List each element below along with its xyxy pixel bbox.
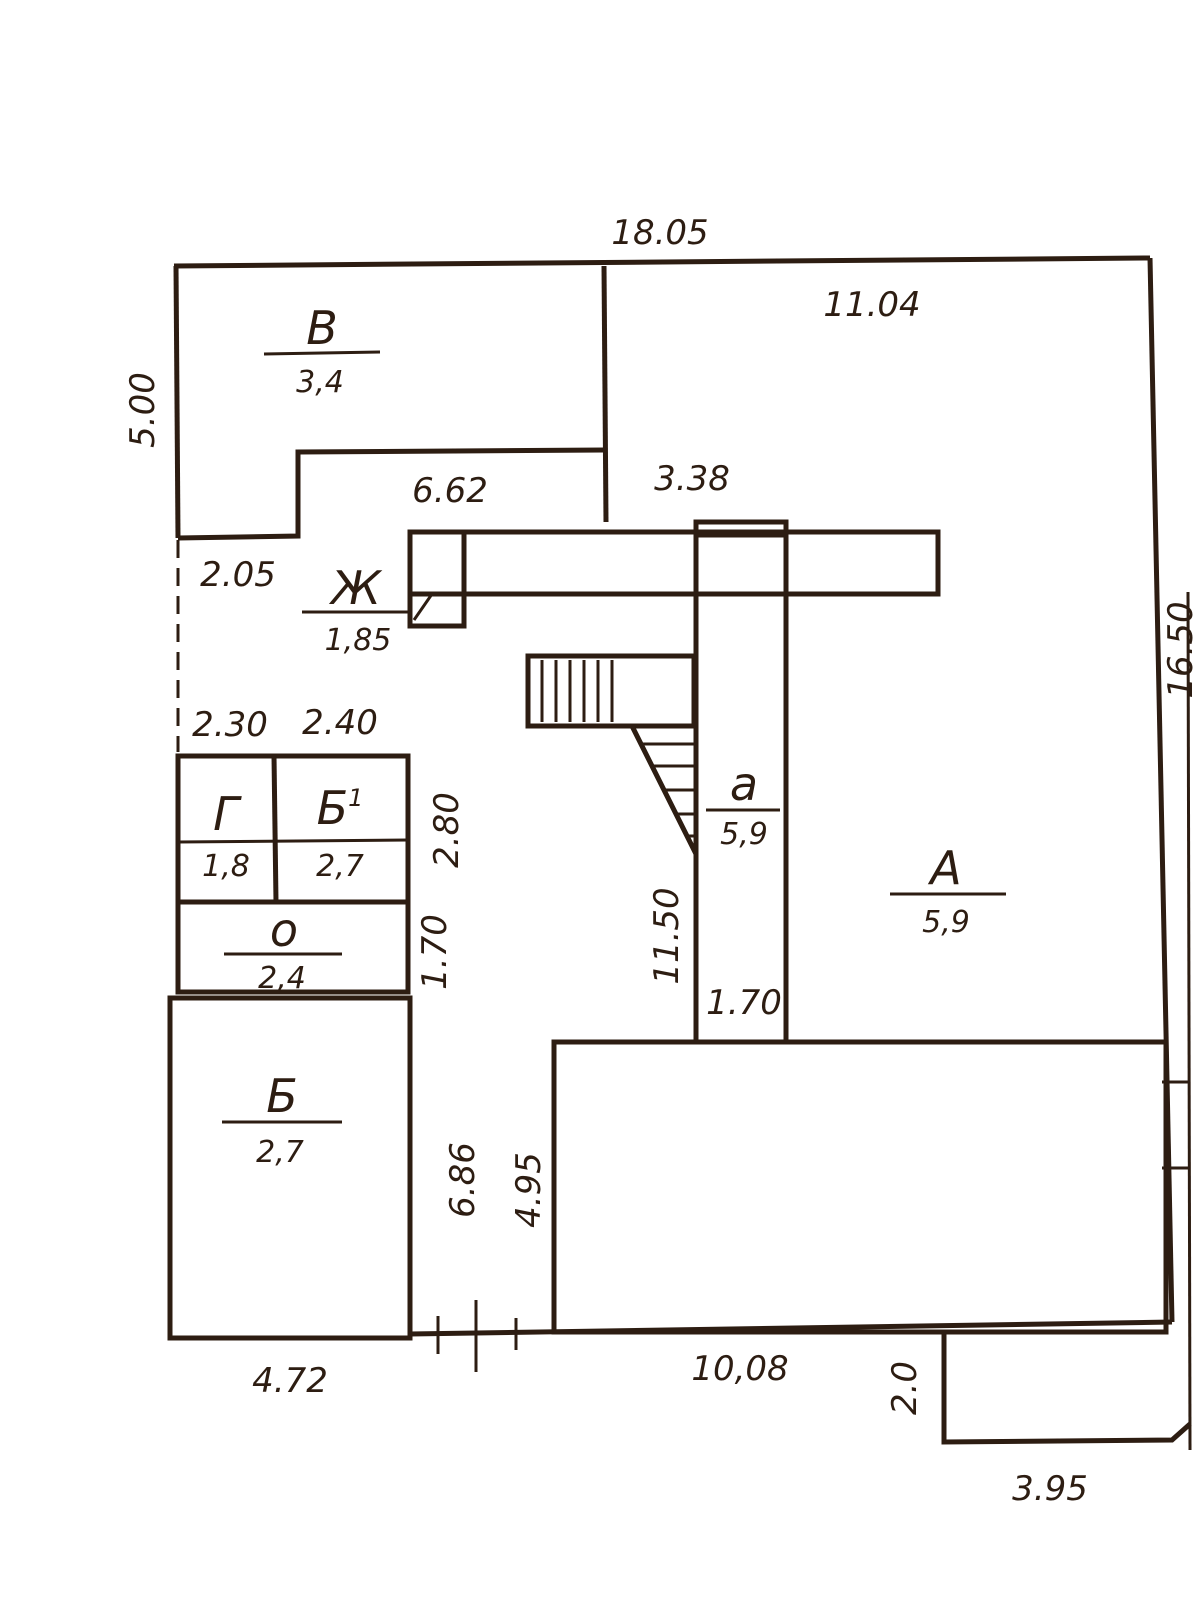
walls (167, 255, 1192, 1451)
dim-v-height: 5.00 (123, 372, 163, 448)
v-left-wall (173, 265, 181, 539)
low-block (551, 1039, 1169, 1335)
dim-small-height: 1.70 (415, 914, 455, 990)
dim-top-total: 18.05 (611, 213, 708, 253)
dim-bottom-left: 4.72 (252, 1361, 328, 1401)
v-a-divider (601, 265, 609, 523)
dim-b-height: 6.86 (443, 1142, 483, 1218)
g-b1-divider (271, 755, 279, 903)
fraction-bars (222, 350, 1006, 1124)
room-b1-superscript: 1 (348, 784, 363, 812)
room-o-area: 2,4 (258, 961, 306, 996)
dim-b1-height: 2.80 (427, 792, 467, 868)
room-labels: В 3,4 Ж 1,85 Г 1,8 Б1 2,7 о 2,4 Б 2,7 а … (202, 301, 970, 1170)
dim-b1-width: 2.40 (302, 703, 378, 743)
dim-g-width: 2.30 (192, 705, 268, 745)
right-wall (1147, 257, 1175, 1323)
o-block (175, 899, 411, 995)
right-ext-line (1186, 591, 1192, 1451)
room-b1-area: 2,7 (316, 849, 364, 884)
room-o-letter: о (270, 903, 298, 957)
room-a-small-letter: а (730, 757, 758, 811)
dim-low-block-height: 4.95 (509, 1152, 549, 1228)
v-fraction-bar (263, 350, 381, 356)
porch (941, 1332, 1192, 1445)
small-cell (407, 529, 467, 629)
dim-bottom-mid: 10,08 (691, 1349, 788, 1389)
room-a-big-letter: А (927, 841, 961, 895)
dim-right-side: 16.50 (1161, 601, 1200, 698)
b-room-walls (167, 995, 413, 1341)
dim-stair-length: 11.50 (647, 887, 687, 984)
room-b1-letter: Б1 (317, 781, 364, 835)
room-a-small-area: 5,9 (720, 817, 768, 852)
stair-treads (540, 660, 614, 722)
dim-porch-width: 3.95 (1012, 1469, 1088, 1509)
room-v-area: 3,4 (296, 365, 344, 400)
dim-left-gap: 2.05 (200, 555, 276, 595)
room-g-letter: Г (213, 787, 242, 841)
small-cell-mark (412, 593, 434, 621)
room-b-area: 2,7 (256, 1135, 304, 1170)
dim-corridor-top: 6.62 (412, 471, 488, 511)
g-b1-midline (177, 838, 409, 844)
upper-landing (407, 529, 941, 597)
dim-stair-width: 1.70 (706, 983, 782, 1023)
stairwell (407, 519, 941, 1045)
v-bottom-wall (177, 447, 605, 541)
dim-a-width: 11.04 (823, 285, 920, 325)
room-b-letter: Б (266, 1069, 298, 1123)
room-a-big-area: 5,9 (922, 905, 970, 940)
stair-triangle (629, 724, 699, 856)
dimension-labels: 18.05 11.04 5.00 6.62 3.38 2.05 2.30 2.4… (123, 213, 1200, 1509)
room-g-area: 1,8 (202, 849, 250, 884)
stair-landing (525, 653, 697, 729)
top-wall (173, 255, 1151, 269)
dim-mid-top: 3.38 (654, 459, 730, 499)
room-zh-letter: Ж (328, 561, 383, 615)
room-v-letter: В (306, 301, 338, 355)
bottom-wall (409, 1319, 1173, 1337)
room-zh-area: 1,85 (325, 623, 392, 658)
dim-porch-height: 2.0 (885, 1361, 925, 1415)
